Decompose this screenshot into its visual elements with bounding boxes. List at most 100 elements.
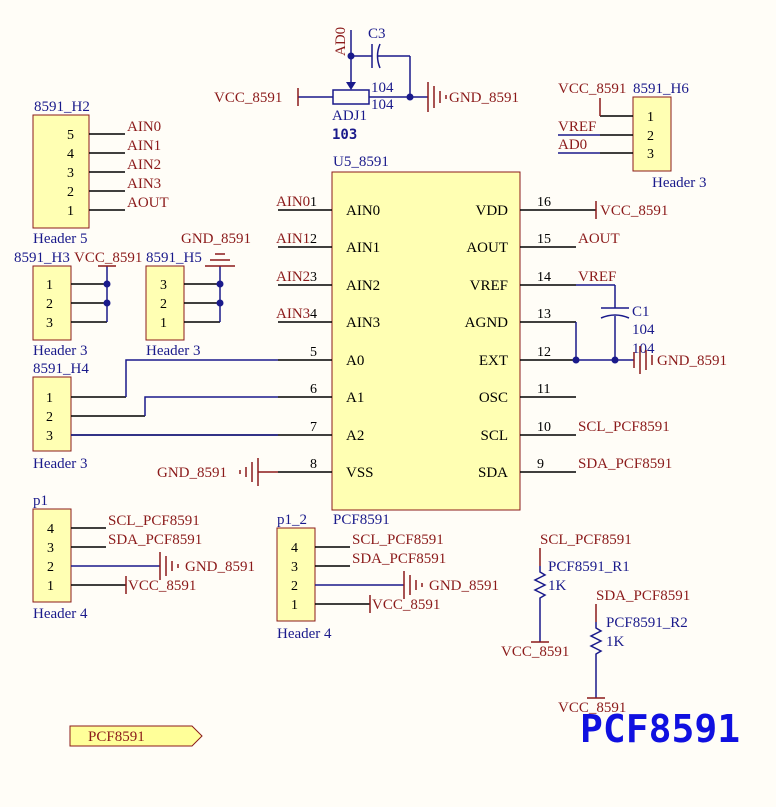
u5-pin-name: AIN0 <box>346 203 380 219</box>
net-label-vcc: VCC_8591 <box>600 203 668 219</box>
u5-pin-name: VSS <box>346 465 374 481</box>
adj1-value: 103 <box>332 127 357 143</box>
p1-net: VCC_8591 <box>128 578 196 594</box>
u5-ref: U5_8591 <box>333 154 389 170</box>
u5-pin-num: 3 <box>310 270 317 285</box>
h6-pin: 2 <box>647 129 654 144</box>
h4-ref: 8591_H4 <box>33 361 89 377</box>
p1-2-pin: 3 <box>291 560 298 575</box>
u5-pin-name: AOUT <box>466 240 508 256</box>
u5-pin-name: AIN3 <box>346 315 380 331</box>
p1-type: Header 4 <box>33 606 88 622</box>
gnd-port-ext: GND_8591 <box>633 346 727 374</box>
r1-value: 1K <box>548 578 567 594</box>
c1-capacitor[interactable]: C1 104 104 <box>600 304 655 357</box>
resistor-r2[interactable]: SDA_PCF8591 PCF8591_R2 1K VCC_8591 <box>558 588 690 716</box>
u5-body <box>331 171 521 511</box>
net-label-vcc: VCC_8591 <box>214 90 282 106</box>
header-h5[interactable]: 8591_H5 3 2 1 GND_8591 Header 3 <box>145 231 251 359</box>
u5-pin-num: 2 <box>310 232 317 247</box>
u5-pin-name: VDD <box>476 203 509 219</box>
c3-ref: C3 <box>368 26 386 42</box>
header-h4[interactable]: 8591_H4 1 2 3 Header 3 <box>32 359 278 472</box>
net-label-vref: VREF <box>578 269 616 285</box>
h2-net: AIN3 <box>127 176 161 192</box>
h4-body <box>32 376 72 452</box>
vcc-port-adj1: VCC_8591 <box>214 88 299 106</box>
h5-body <box>145 265 185 341</box>
h3-body <box>32 265 72 341</box>
r1-net-top: SCL_PCF8591 <box>540 532 632 548</box>
u5-pin-num: 5 <box>310 345 317 360</box>
net-label-aout: AOUT <box>578 231 620 247</box>
p1-2-pin: 2 <box>291 579 298 594</box>
c1-value: 104 <box>632 322 655 338</box>
h3-pin: 3 <box>46 316 53 331</box>
u5-pin-name: EXT <box>479 353 508 369</box>
h2-pin: 5 <box>67 128 74 143</box>
u5-pin-num: 7 <box>310 420 317 435</box>
h6-net: AD0 <box>558 137 587 153</box>
r1-ref: PCF8591_R1 <box>548 559 630 575</box>
u5-pin-num: 14 <box>537 270 551 285</box>
h3-type: Header 3 <box>33 343 88 359</box>
c3-value2: 104 <box>371 97 394 113</box>
wiper-arrow-icon <box>346 82 356 90</box>
h6-net: VCC_8591 <box>558 81 626 97</box>
p1-2-ref: p1_2 <box>277 512 307 528</box>
net-label-ad0: AD0 <box>333 27 349 56</box>
u5-pin-num: 6 <box>310 382 317 397</box>
h4-pin: 3 <box>46 429 53 444</box>
header-p1-2[interactable]: p1_2 4 3 2 1 SCL_PCF8591 SDA_PCF8591 GND… <box>276 512 499 642</box>
h3-net: VCC_8591 <box>74 250 142 266</box>
adj1-potentiometer[interactable]: AD0 ADJ1 103 <box>298 27 428 143</box>
p1-ref: p1 <box>33 493 48 509</box>
gnd-port-adj1: GND_8591 <box>427 82 519 112</box>
u5-pin-name: A1 <box>346 390 364 406</box>
h3-ref: 8591_H3 <box>14 250 70 266</box>
h5-type: Header 3 <box>146 343 201 359</box>
gnd-port-vss: GND_8591 <box>157 458 278 486</box>
p1-net: GND_8591 <box>185 559 255 575</box>
r2-net-top: SDA_PCF8591 <box>596 588 690 604</box>
h6-pin: 1 <box>647 110 654 125</box>
header-h3[interactable]: 8591_H3 1 2 3 VCC_8591 Header 3 <box>14 250 142 359</box>
u5-pin-name: AIN1 <box>346 240 380 256</box>
p1-net: SCL_PCF8591 <box>108 513 200 529</box>
u5-chip[interactable]: U5_8591 PCF8591 1 2 3 4 5 6 7 8 AIN0 AIN… <box>276 154 672 528</box>
h6-net: VREF <box>558 119 596 135</box>
u5-left-pins: 1 2 3 4 5 6 7 8 AIN0 AIN1 AIN2 AIN3 A0 A… <box>276 194 380 481</box>
h2-net: AOUT <box>127 195 169 211</box>
header-h2[interactable]: 8591_H2 5 4 3 2 1 AIN0 AIN1 AIN2 AIN3 AO… <box>32 99 169 247</box>
port-label-pcf8591[interactable]: PCF8591 <box>69 725 203 747</box>
u5-pin-num: 1 <box>310 195 317 210</box>
p1-2-net: SDA_PCF8591 <box>352 551 446 567</box>
r2-net-bottom: VCC_8591 <box>558 700 626 716</box>
u5-pin-num: 12 <box>537 345 551 360</box>
adj1-body <box>332 89 370 105</box>
p1-pin: 2 <box>47 560 54 575</box>
h4-pin: 1 <box>46 391 53 406</box>
resistor-r1[interactable]: SCL_PCF8591 PCF8591_R1 1K VCC_8591 <box>501 532 632 660</box>
u5-pin-name: A0 <box>346 353 364 369</box>
c3-value: 104 <box>371 80 394 96</box>
u5-pin-num: 13 <box>537 307 551 322</box>
u5-pin-num: 10 <box>537 420 551 435</box>
c1-value2: 104 <box>632 341 655 357</box>
h5-pin: 2 <box>160 297 167 312</box>
h2-pin: 1 <box>67 204 74 219</box>
net-label-gnd: GND_8591 <box>449 90 519 106</box>
u5-pin-num: 11 <box>537 382 550 397</box>
header-h6[interactable]: 8591_H6 1 2 3 VCC_8591 VREF AD0 Header 3 <box>558 81 707 191</box>
c1-ref: C1 <box>632 304 650 320</box>
u5-pin-name: SDA <box>478 465 508 481</box>
header-p1[interactable]: p1 4 3 2 1 SCL_PCF8591 SDA_PCF8591 GND_8… <box>32 493 255 622</box>
u5-pin-name: A2 <box>346 428 364 444</box>
h6-pin: 3 <box>647 147 654 162</box>
p1-2-body <box>276 527 316 622</box>
agnd-ext-network <box>572 284 634 364</box>
c3-capacitor[interactable]: C3 104 104 <box>368 26 394 113</box>
u5-pin-name: OSC <box>479 390 508 406</box>
u5-pin-name: VREF <box>470 278 508 294</box>
